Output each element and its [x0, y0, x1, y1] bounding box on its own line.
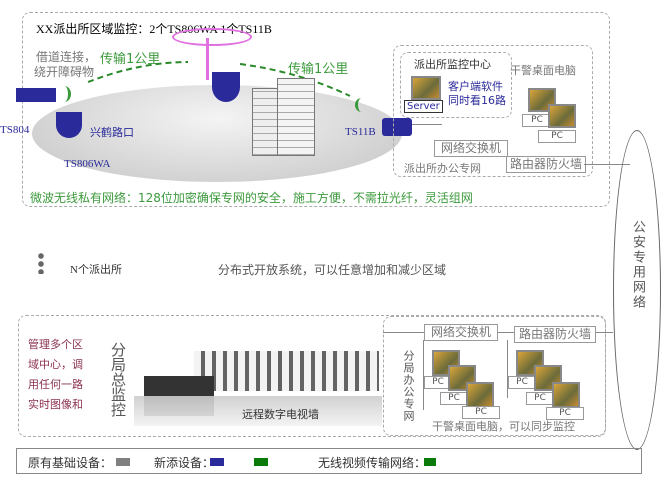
ts806wa-left-camera-icon — [56, 112, 82, 138]
public-security-network — [613, 130, 661, 450]
branch-office-net-label: 分局办公专网 — [402, 350, 415, 422]
uplink — [383, 332, 613, 333]
connector — [412, 124, 442, 125]
pc-label: PC — [546, 407, 584, 420]
connector — [423, 340, 424, 410]
more-dots-icon — [38, 252, 44, 274]
top-router-firewall: 路由器防火墙 — [506, 156, 586, 173]
top-network-switch: 网络交换机 — [434, 140, 508, 157]
legend-existing: 原有基础设备： — [28, 456, 113, 470]
manage-note-3: 用任何一路 — [28, 378, 83, 391]
link-right — [239, 63, 351, 97]
server-monitor-icon — [411, 76, 441, 100]
link-left — [87, 61, 189, 83]
pc-monitor-icon — [548, 104, 576, 128]
tv-wall-photo — [134, 326, 382, 426]
hq-monitor-label: 分局总监控 — [109, 342, 127, 417]
station-office-net — [393, 45, 593, 177]
bypass-note-2: 绕开障碍物 — [34, 65, 95, 79]
pc-label: PC — [508, 376, 536, 389]
connector — [507, 340, 508, 398]
legend-new-swatch — [210, 458, 224, 466]
bypass-note-1: 借道连接， — [36, 50, 97, 64]
ts11b-wifi-icon — [355, 98, 368, 112]
n-stations-label: N个派出所 — [70, 264, 122, 276]
ts804-camera-icon — [16, 88, 56, 102]
pc-monitor-icon — [552, 382, 580, 408]
wireless-banner: 微波无线私有网络：128位加密确保专网的安全，施工方便，不需拉光纤，灵活组网 — [30, 191, 473, 205]
legend — [16, 448, 642, 474]
ts11b-label: TS11B — [345, 126, 376, 138]
manage-note-4: 实时图像和 — [28, 398, 83, 411]
sync-monitor-note: 干警桌面电脑，可以同步监控 — [432, 420, 575, 433]
monitor-center-title: 派出所监控中心 — [414, 58, 491, 71]
pc-label: PC — [526, 392, 554, 405]
ground-ellipse — [32, 85, 402, 182]
antenna-mast — [206, 38, 209, 80]
pc-label: PC — [440, 392, 468, 405]
manage-note-1: 管理多个区 — [28, 338, 83, 351]
public-network-label: 公安专用网络 — [630, 220, 645, 310]
pc-label: PC — [522, 114, 552, 127]
station-office-net-label: 派出所办公专网 — [404, 162, 481, 175]
antenna-signal-icon — [172, 28, 252, 46]
ts806wa-label: TS806WA — [64, 158, 111, 170]
building-icon-tall — [277, 78, 315, 156]
pc-label: PC — [538, 130, 576, 143]
desktop-pc-label: 干警桌面电脑 — [510, 64, 576, 77]
client-software-1: 客户端软件 — [448, 80, 503, 93]
transmit-right: 传输1公里 — [288, 62, 349, 77]
tv-wall-screens — [194, 351, 379, 391]
legend-existing-swatch — [116, 458, 130, 466]
wireless-links — [87, 61, 351, 97]
branch-network-switch: 网络交换机 — [424, 324, 498, 341]
ts804-wifi-icon — [58, 86, 71, 102]
transmit-left: 传输1公里 — [100, 52, 161, 67]
client-software-2: 同时看16路 — [448, 94, 506, 107]
legend-wireless: 无线视频传输网络： — [318, 456, 427, 470]
ts806wa-center-camera-icon — [212, 72, 240, 102]
monitor-center — [400, 52, 512, 118]
tv-wall-label: 远程数字电视墙 — [242, 408, 319, 421]
pc-monitor-icon — [466, 382, 494, 408]
branch-router-firewall: 路由器防火墙 — [514, 326, 596, 343]
ts804-label: TS804 — [0, 124, 30, 136]
distributed-note: 分布式开放系统，可以任意增加和减少区域 — [218, 263, 447, 277]
floor — [134, 396, 382, 426]
pc-label: PC — [462, 406, 500, 419]
legend-wireless-swatch — [424, 458, 436, 466]
server-label: Server — [404, 100, 443, 113]
pc-monitor-icon — [528, 88, 556, 112]
manage-note-2: 域中心，调 — [28, 358, 83, 371]
branch-office-net — [383, 316, 606, 436]
uplink — [584, 164, 630, 165]
road-label: 兴鹤路口 — [90, 126, 134, 139]
legend-new: 新添设备： — [154, 456, 215, 470]
ts11b-device-icon — [382, 118, 412, 136]
station-region — [22, 12, 610, 207]
legend-green-swatch — [254, 458, 268, 466]
